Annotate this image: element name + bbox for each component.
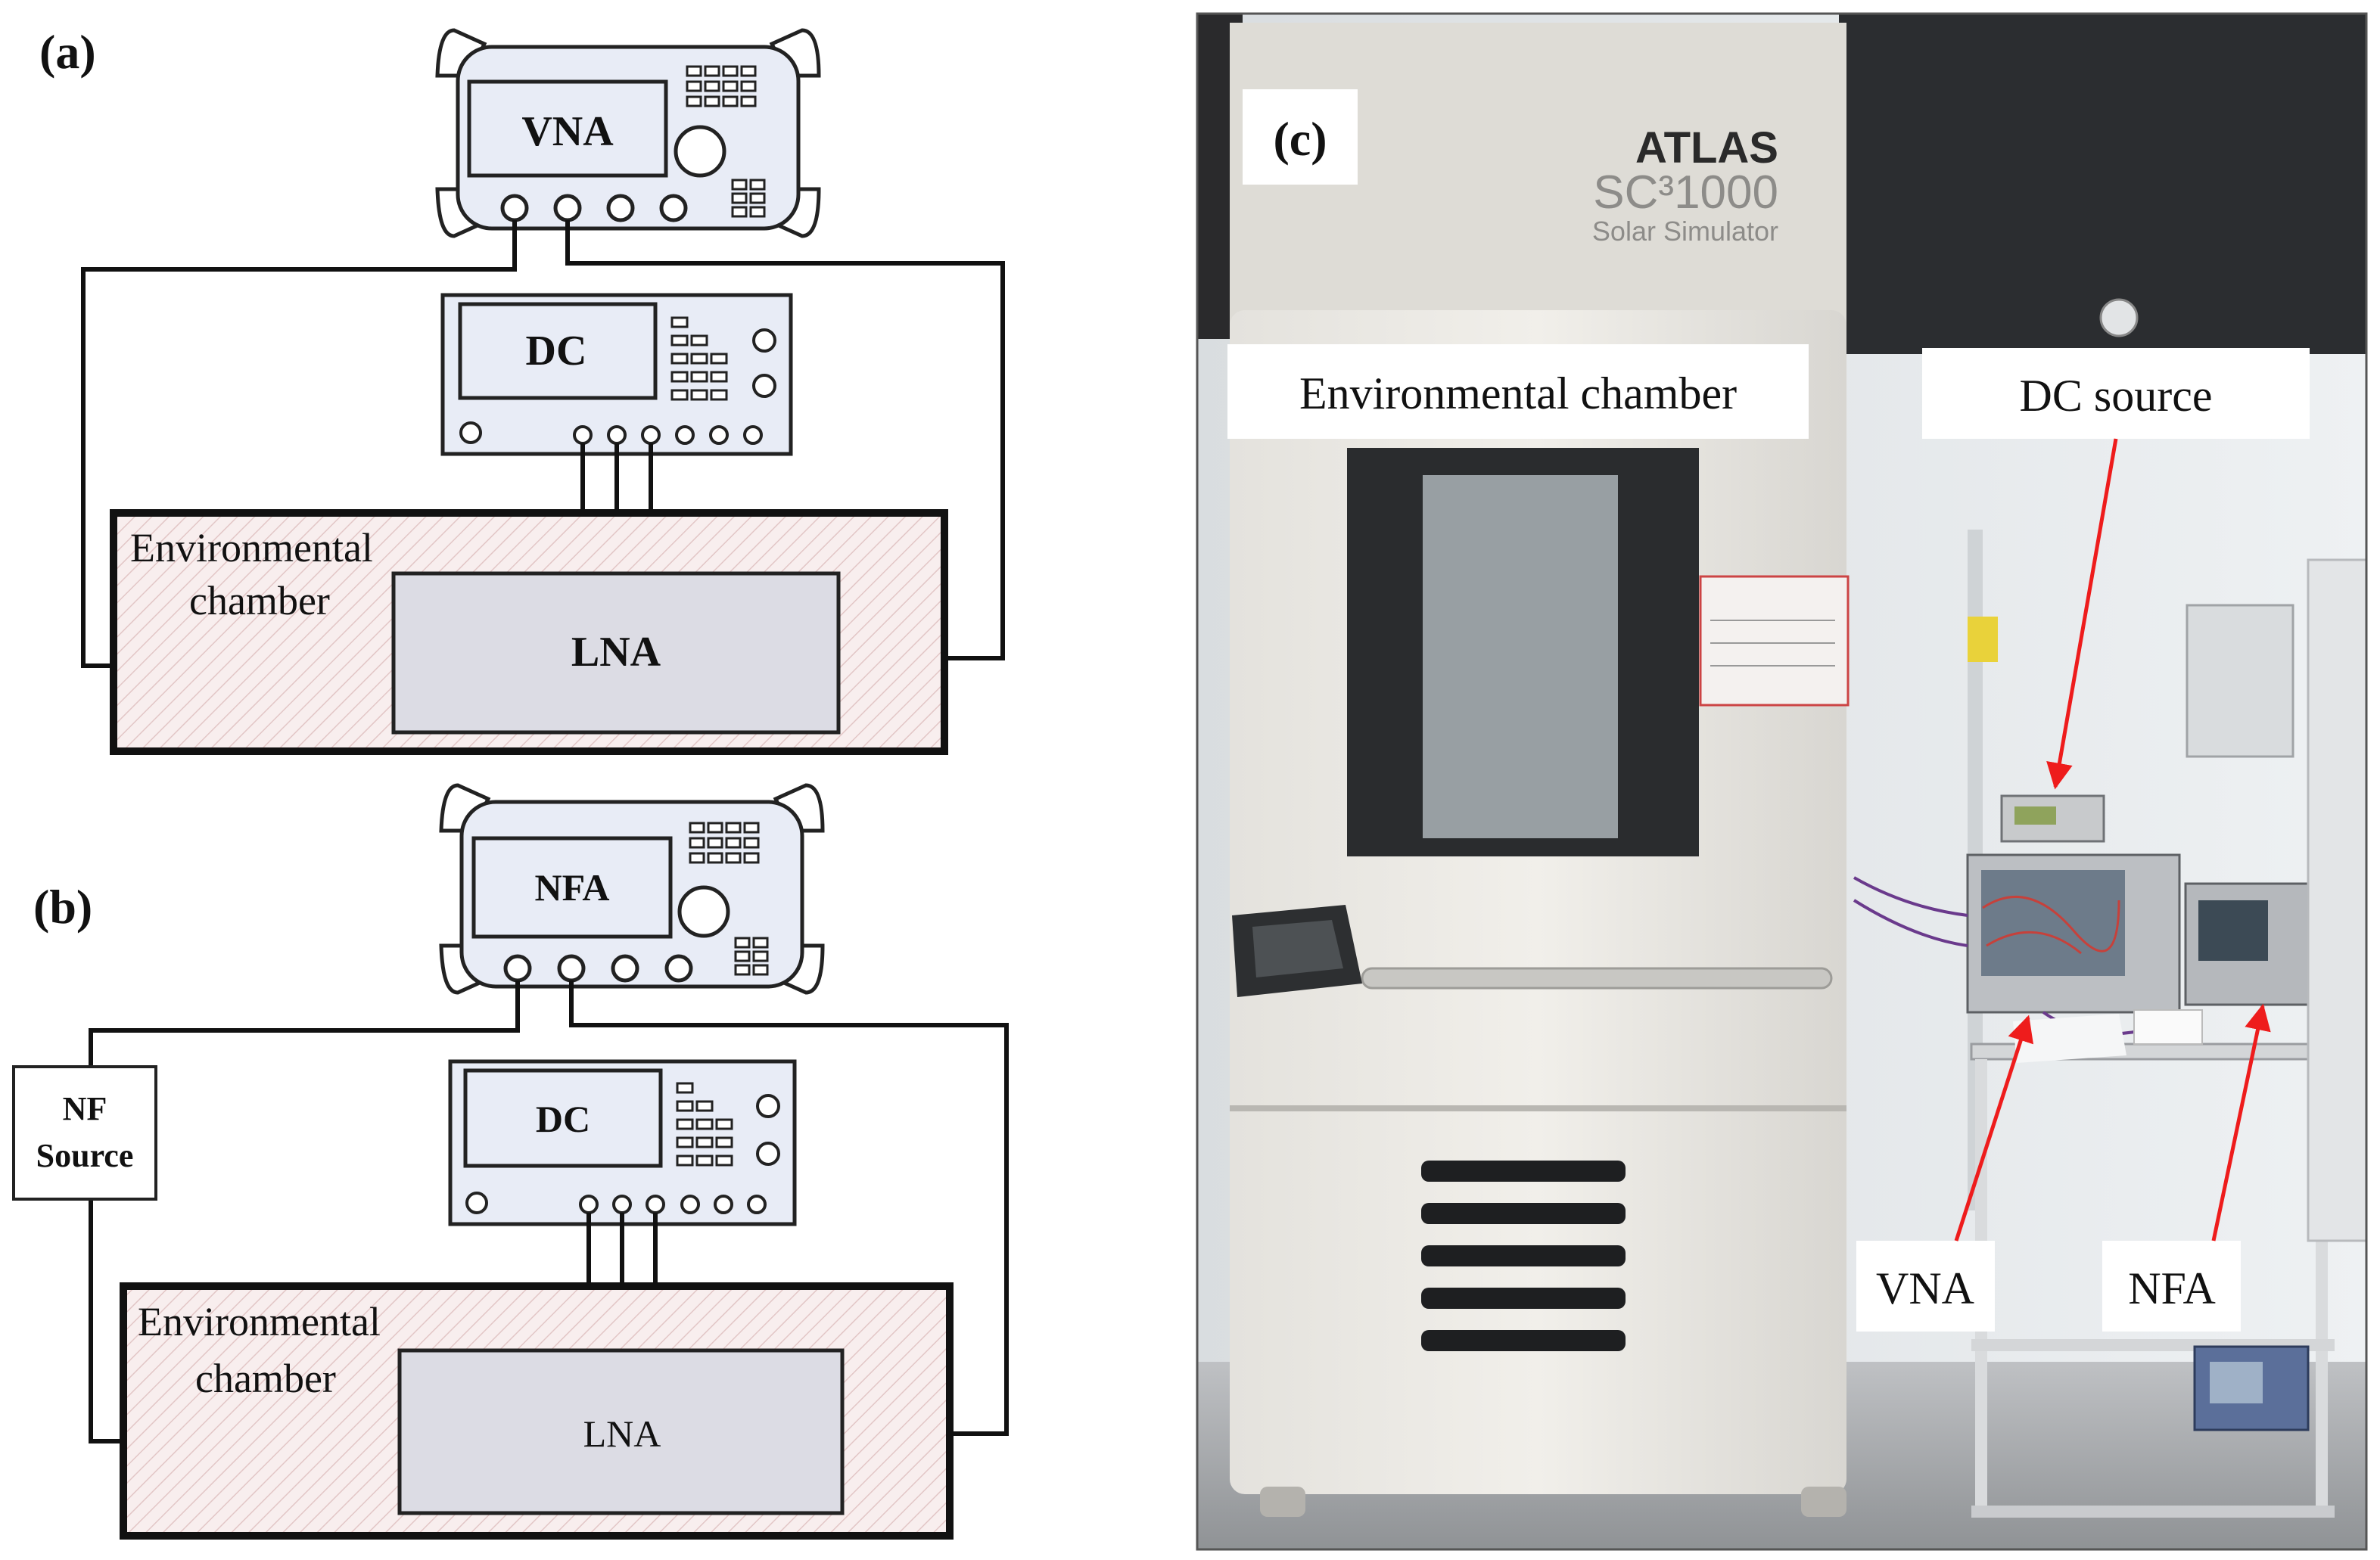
dc-source-b: DC <box>448 1059 797 1226</box>
nfa-instrument: NFA <box>439 783 825 995</box>
dc-source-a: DC <box>440 293 793 456</box>
nf-source-box <box>12 1065 157 1201</box>
panel-b-label: (b) <box>33 880 92 934</box>
vna-ports <box>500 194 688 222</box>
dc-keypad <box>670 316 728 401</box>
chamber-label-line2: chamber <box>189 578 330 623</box>
nfa-screen <box>471 836 673 939</box>
dc-source-label: DC <box>536 1098 590 1140</box>
lna-b <box>397 1348 845 1515</box>
security-camera <box>2099 298 2139 337</box>
nfa-label: NFA <box>534 866 609 909</box>
vna-knob <box>674 125 726 178</box>
panel-c-label-box <box>1243 89 1358 185</box>
chamber-window-glass <box>1423 475 1618 838</box>
lab-ceiling <box>1839 14 2366 354</box>
callout-chamber-box <box>1227 344 1809 439</box>
vna-label: VNA <box>521 108 614 155</box>
callout-chamber: Environmental chamber <box>1299 368 1737 418</box>
callout-vna-box <box>1856 1241 1995 1332</box>
nfa-knob <box>677 885 730 938</box>
nf-source-label-line2: Source <box>36 1137 134 1174</box>
warning-sign <box>1968 617 1998 662</box>
dc-source-screen <box>463 1068 663 1168</box>
lna-label: LNA <box>583 1412 661 1455</box>
callout-nfa-box <box>2102 1241 2241 1332</box>
callout-dc: DC source <box>2020 371 2213 421</box>
callout-vna: VNA <box>1876 1263 1974 1313</box>
nfa-ports <box>503 954 693 983</box>
dc-side-knobs <box>756 1094 780 1166</box>
vna-keypad <box>686 65 766 218</box>
dc-terminals <box>465 1192 767 1214</box>
photo-border <box>1196 12 2368 1551</box>
panel-a-label: (a) <box>39 25 96 79</box>
chamber-brand: ATLAS <box>1635 123 1778 172</box>
callout-arrows <box>1954 438 2271 1241</box>
nfa-keypad <box>689 822 769 976</box>
arrow-to-nfa <box>2211 1003 2271 1241</box>
lna-label: LNA <box>571 629 661 676</box>
chamber-label-line1: Environmental <box>138 1299 381 1344</box>
dc-keypad <box>676 1082 733 1167</box>
vna-screen <box>467 79 668 178</box>
dc-source-screen <box>458 302 658 400</box>
wall-electrical-box <box>2186 604 2294 758</box>
dc-source-label: DC <box>526 328 587 374</box>
chamber-label-line2: chamber <box>195 1356 336 1401</box>
arrow-to-dc-source <box>2046 438 2118 790</box>
chamber-vents <box>1421 1161 1626 1351</box>
panel-c-photo: ATLAS SC³1000 Solar Simulator <box>1196 12 2368 1551</box>
photo-right-cabinet <box>2307 558 2366 1242</box>
panel-a: (a) VNA <box>39 25 1005 755</box>
vna-instrument: VNA <box>435 28 821 238</box>
chamber-model: SC³1000 <box>1593 166 1778 219</box>
chamber-handle <box>1361 967 1833 990</box>
chamber-model-sub: Solar Simulator <box>1592 216 1778 247</box>
lna-a <box>391 571 841 735</box>
dc-side-knobs <box>752 328 776 398</box>
instrument-cart <box>1970 1043 2336 1518</box>
callout-nfa: NFA <box>2128 1263 2216 1313</box>
chamber-label-line1: Environmental <box>130 525 373 570</box>
nf-source-label-line1: NF <box>63 1090 107 1127</box>
panel-c-label: (c) <box>1273 112 1327 166</box>
panel-b: (b) NFA <box>12 783 1009 1540</box>
callout-dc-box <box>1922 348 2310 439</box>
chamber-sticker <box>1699 575 1850 707</box>
arrow-to-vna <box>1954 1015 2034 1241</box>
nfa-noise-source-cable <box>89 980 520 1067</box>
